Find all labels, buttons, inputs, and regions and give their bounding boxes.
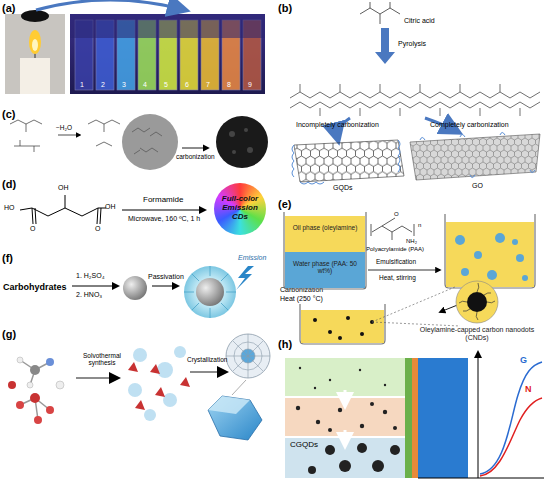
panel-label: (h) <box>278 338 292 350</box>
text-label: n <box>418 222 421 229</box>
panel-label: (a) <box>2 2 15 14</box>
text-label: −H₂O <box>56 124 72 131</box>
text-label: O <box>30 225 35 233</box>
node-shape <box>283 210 367 290</box>
text-label: 2. HNO₃ <box>76 291 102 299</box>
text-label: carbonization <box>176 153 215 160</box>
text-label: Pyrolysis <box>398 40 426 48</box>
text-label: Passivation <box>148 273 184 281</box>
text-label: Incompletely carbonization <box>296 121 379 129</box>
panel-label: (b) <box>278 2 292 14</box>
node-text: Oil phase (oleylamine) <box>286 224 364 231</box>
text-label: 1. H₂SO₄ <box>76 272 105 280</box>
text-label: GQDs <box>333 184 352 192</box>
text-label: 6 <box>185 81 189 89</box>
text-label: 8 <box>227 81 231 89</box>
panel-label: (f) <box>2 252 13 264</box>
node-text: Full-color Emission CDs <box>216 195 264 221</box>
text-label: Emission <box>238 254 266 262</box>
text-label: Crystallization <box>187 356 227 363</box>
text-label: Solvothermal synthesis <box>78 352 126 366</box>
panel-label: (d) <box>2 178 16 190</box>
text-label: OH <box>58 184 69 192</box>
text-label: Heat, stirring <box>379 274 416 281</box>
text-label: 5 <box>164 81 168 89</box>
text-label: Polyacrylamide (PAA) <box>366 246 424 253</box>
panel-label: (c) <box>2 108 15 120</box>
text-label: NH₂ <box>406 238 417 245</box>
text-label: 9 <box>248 81 252 89</box>
text-label: O <box>394 211 399 218</box>
text-label: G <box>520 356 527 366</box>
node-text: Oleylamine-capped carbon nanodots (CNDs) <box>412 326 542 341</box>
text-label: Emulsification <box>376 258 416 265</box>
text-label: O <box>95 225 100 233</box>
text-label: Formamide <box>143 196 183 205</box>
text-label: 2 <box>101 81 105 89</box>
zoom-circle: Oleylamine-capped carbon nanodots (CNDs) <box>412 280 542 348</box>
text-label: CGQDs <box>290 441 318 450</box>
panel-label: (g) <box>2 328 16 340</box>
text-label: 1 <box>80 81 84 89</box>
panel-label: (e) <box>278 198 291 210</box>
text-label: 7 <box>206 81 210 89</box>
text-label: OH <box>105 203 116 211</box>
text-label: N <box>525 385 532 395</box>
text-label: 4 <box>143 81 147 89</box>
node-text: Water phase (PAA: 50 wt%) <box>286 260 364 274</box>
text-label: Heat (250 °C) <box>280 295 323 303</box>
text-label: HO <box>4 204 15 212</box>
text-label: 3 <box>122 81 126 89</box>
text-label: Microwave, 160 ºC, 1 h <box>128 215 200 223</box>
emission-circle: Full-color Emission CDs <box>214 183 266 235</box>
text-label: Citric acid <box>404 17 435 25</box>
text-label: GO <box>472 182 483 190</box>
beaker: Oil phase (oleylamine) Water phase (PAA: … <box>283 210 367 290</box>
text-label: Completely carbonization <box>430 121 509 129</box>
text-label: Carbohydrates <box>3 283 67 293</box>
